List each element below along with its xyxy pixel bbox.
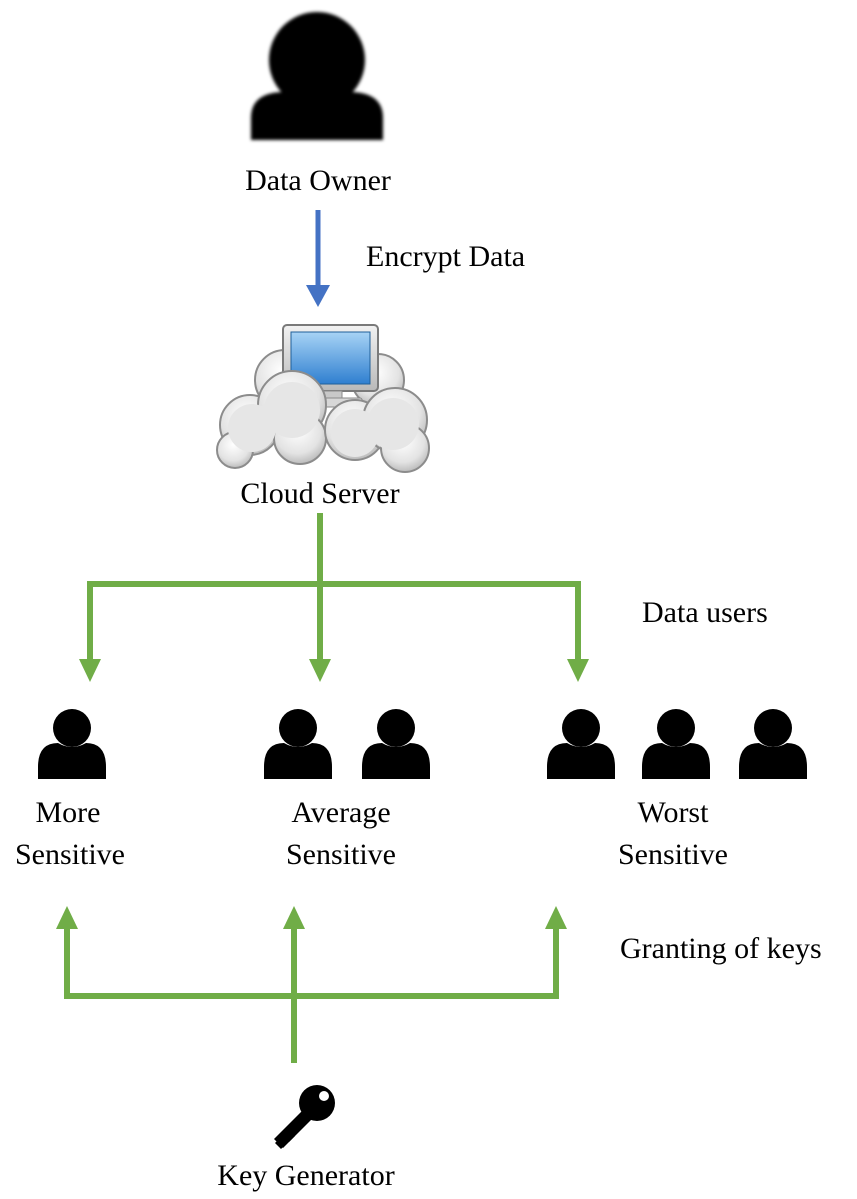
user-group-label-line1: More [36, 796, 101, 829]
cloud-server-label: Cloud Server [240, 477, 399, 510]
user-group-worst-sensitive: Worst Sensitive [547, 709, 807, 871]
person-icon [642, 709, 710, 779]
person-icon [547, 709, 615, 779]
user-group-label-line2: Sensitive [15, 838, 125, 871]
granting-keys-arrows [64, 926, 559, 1063]
user-group-label-line2: Sensitive [618, 838, 728, 871]
person-icon [38, 709, 106, 779]
granting-keys-arrowheads [56, 906, 567, 929]
data-users-arrows [87, 513, 581, 662]
user-group-label-line1: Worst [638, 796, 710, 829]
person-icon [362, 709, 430, 779]
data-owner-node: Data Owner [245, 12, 391, 197]
data-owner-person-icon [251, 12, 383, 140]
user-group-label-line2: Sensitive [286, 838, 396, 871]
key-icon [274, 1085, 335, 1149]
cloud-server-node: Cloud Server [216, 324, 430, 510]
cloud-computer-icon [216, 324, 430, 473]
person-icon [264, 709, 332, 779]
granting-of-keys-label: Granting of keys [620, 932, 822, 965]
user-group-more-sensitive: More Sensitive [15, 709, 125, 871]
user-group-average-sensitive: Average Sensitive [264, 709, 430, 871]
data-users-arrowheads [79, 659, 589, 682]
data-users-label: Data users [642, 596, 768, 629]
encrypt-data-label: Encrypt Data [366, 240, 525, 273]
key-generator-label: Key Generator [217, 1159, 394, 1192]
data-owner-label: Data Owner [245, 164, 391, 197]
encrypt-data-arrow [306, 210, 330, 307]
person-icon [739, 709, 807, 779]
user-group-label-line1: Average [291, 796, 390, 829]
key-generator-node: Key Generator [217, 1085, 395, 1192]
